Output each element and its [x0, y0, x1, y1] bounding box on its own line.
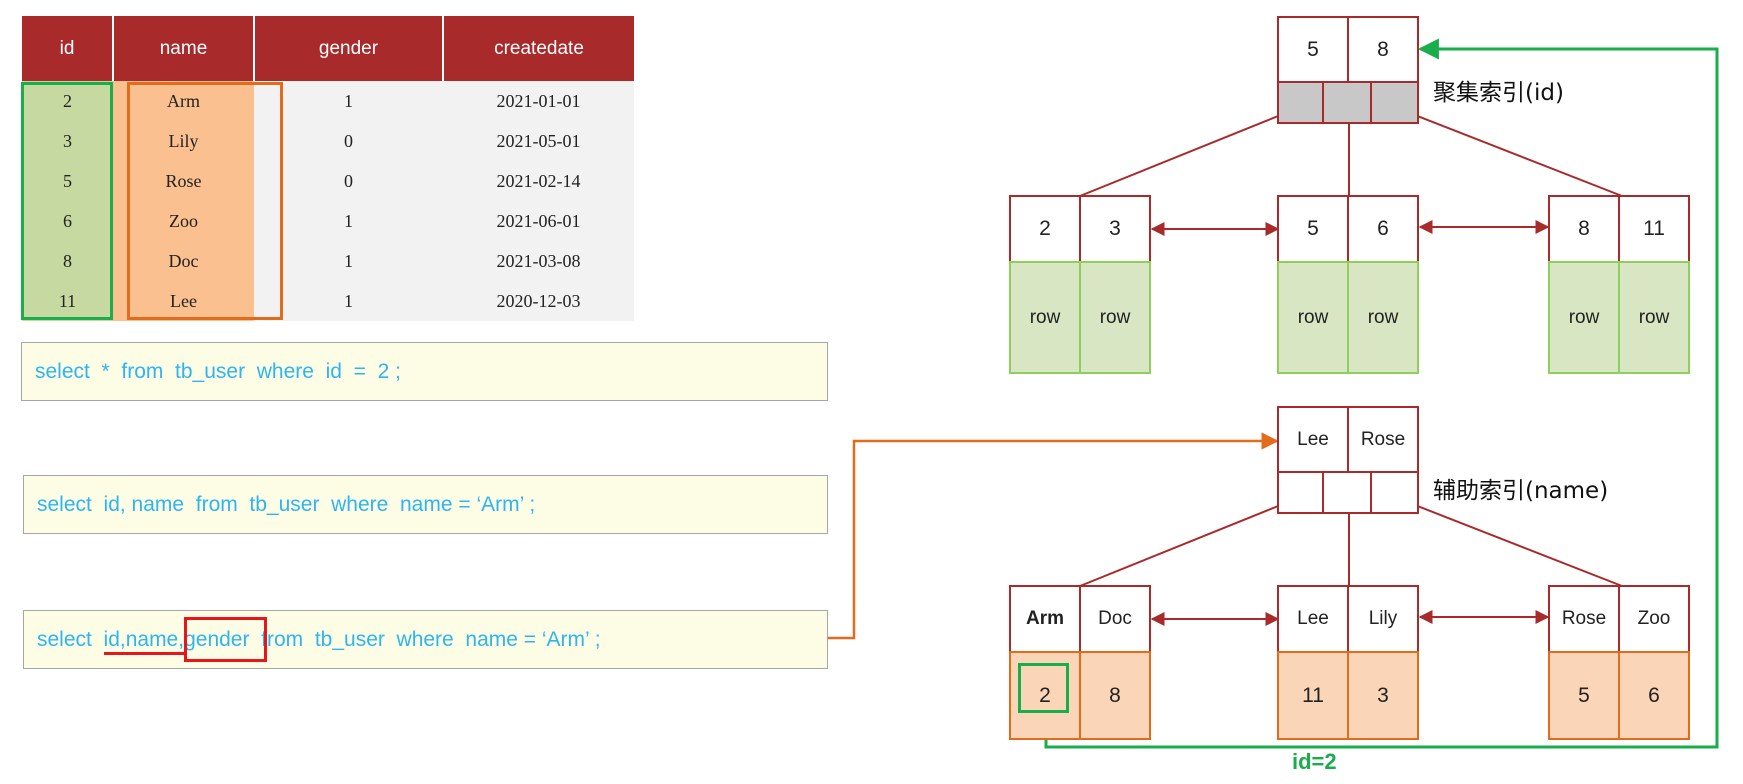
sql-suffix: from tb_user where name = ‘Arm’ ; [249, 628, 601, 651]
table-row: 5 Rose 0 2021-02-14 [22, 161, 634, 201]
clustered-branch-right [1396, 107, 1623, 197]
secondary-leaf-key: Arm [1009, 585, 1081, 653]
table-row: 11 Lee 1 2020-12-03 [22, 281, 634, 321]
secondary-leaf-id: 3 [1347, 651, 1419, 740]
clustered-root-key: 5 [1277, 16, 1349, 83]
table-row: 3 Lily 0 2021-05-01 [22, 121, 634, 161]
secondary-root-pointer [1277, 471, 1324, 514]
id-2-highlight-box [1018, 663, 1069, 713]
lookup-to-clustered-arrow [1044, 38, 1719, 749]
secondary-leaf-id: 8 [1079, 651, 1151, 740]
underline-id-name [104, 652, 184, 655]
secondary-index-label: 辅助索引(name) [1433, 478, 1609, 504]
cell-gender: 1 [254, 201, 443, 241]
clustered-leaf-row: row [1009, 261, 1081, 374]
cell-id: 2 [22, 81, 113, 121]
cell-createdate: 2021-05-01 [443, 121, 634, 161]
cell-id: 3 [22, 121, 113, 161]
clustered-leaf-key: 3 [1079, 195, 1151, 263]
cell-name: Zoo [113, 201, 254, 241]
sql-query-1: select * from tb_user where id = 2 ; [21, 342, 828, 401]
clustered-leaf-key: 11 [1618, 195, 1690, 263]
clustered-root-pointer [1277, 81, 1324, 124]
clustered-leaf-row: row [1618, 261, 1690, 374]
clustered-leaf-key: 5 [1277, 195, 1349, 263]
id-column-highlight [21, 82, 113, 320]
header-gender: gender [254, 16, 444, 81]
table-row: 2 Arm 1 2021-01-01 [22, 81, 634, 121]
cell-gender: 0 [254, 161, 443, 201]
secondary-leaf-key: Rose [1548, 585, 1620, 653]
clustered-leaf-key: 2 [1009, 195, 1081, 263]
header-createdate: createdate [443, 16, 634, 81]
cell-gender: 0 [254, 121, 443, 161]
lookup-label: id=2 [1292, 749, 1337, 774]
cell-id: 8 [22, 241, 113, 281]
table-row: 6 Zoo 1 2021-06-01 [22, 201, 634, 241]
secondary-root-key: Lee [1277, 406, 1349, 473]
header-id: id [22, 16, 114, 81]
sql-gender-col: ,gender [178, 628, 250, 651]
clustered-root-key: 8 [1347, 16, 1419, 83]
cell-gender: 1 [254, 241, 443, 281]
query-to-secondary-arrow [828, 432, 1279, 640]
sql-selected-cols: id,name [103, 628, 179, 651]
table-header-row: id name gender createdate [22, 16, 634, 81]
gender-highlight-box [184, 617, 267, 662]
secondary-root-key: Rose [1347, 406, 1419, 473]
clustered-index-label: 聚集索引(id) [1433, 80, 1564, 106]
cell-id: 6 [22, 201, 113, 241]
clustered-branch-left [1079, 107, 1299, 197]
cell-name: Rose [113, 161, 254, 201]
cell-gender: 1 [254, 281, 443, 321]
cell-gender: 1 [254, 81, 443, 121]
sql-query-2: select id, name from tb_user where name … [23, 475, 828, 534]
cell-name: Lee [113, 281, 254, 321]
sql-prefix: select [37, 628, 104, 651]
cell-createdate: 2020-12-03 [443, 281, 634, 321]
clustered-leaf-row: row [1079, 261, 1151, 374]
secondary-branch-right [1396, 497, 1623, 587]
cell-name: Arm [113, 81, 254, 121]
clustered-leaf-row: row [1347, 261, 1419, 374]
header-name: name [113, 16, 255, 81]
clustered-root-pointer [1370, 81, 1419, 124]
cell-name: Lily [113, 121, 254, 161]
secondary-branch-left [1079, 497, 1299, 587]
cell-id: 5 [22, 161, 113, 201]
sql-query-3: select id,name,gender from tb_user where… [23, 610, 828, 669]
cell-name: Doc [113, 241, 254, 281]
secondary-leaf-key: Lily [1347, 585, 1419, 653]
secondary-leaf-key: Lee [1277, 585, 1349, 653]
clustered-leaf-key: 8 [1548, 195, 1620, 263]
clustered-leaf-row: row [1277, 261, 1349, 374]
secondary-leaf-key: Doc [1079, 585, 1151, 653]
cell-createdate: 2021-06-01 [443, 201, 634, 241]
cell-createdate: 2021-01-01 [443, 81, 634, 121]
table-row: 8 Doc 1 2021-03-08 [22, 241, 634, 281]
secondary-leaf-id: 11 [1277, 651, 1349, 740]
name-column-highlight [127, 82, 283, 320]
secondary-leaf-key: Zoo [1618, 585, 1690, 653]
cell-createdate: 2021-03-08 [443, 241, 634, 281]
clustered-root-pointer [1322, 81, 1372, 124]
secondary-root-pointer [1322, 471, 1372, 514]
clustered-leaf-row: row [1548, 261, 1620, 374]
user-table: id name gender createdate 2 Arm 1 2021-0… [22, 16, 634, 321]
cell-createdate: 2021-02-14 [443, 161, 634, 201]
cell-id: 11 [22, 281, 113, 321]
secondary-leaf-id: 5 [1548, 651, 1620, 740]
secondary-leaf-id: 6 [1618, 651, 1690, 740]
clustered-leaf-key: 6 [1347, 195, 1419, 263]
secondary-root-pointer [1370, 471, 1419, 514]
